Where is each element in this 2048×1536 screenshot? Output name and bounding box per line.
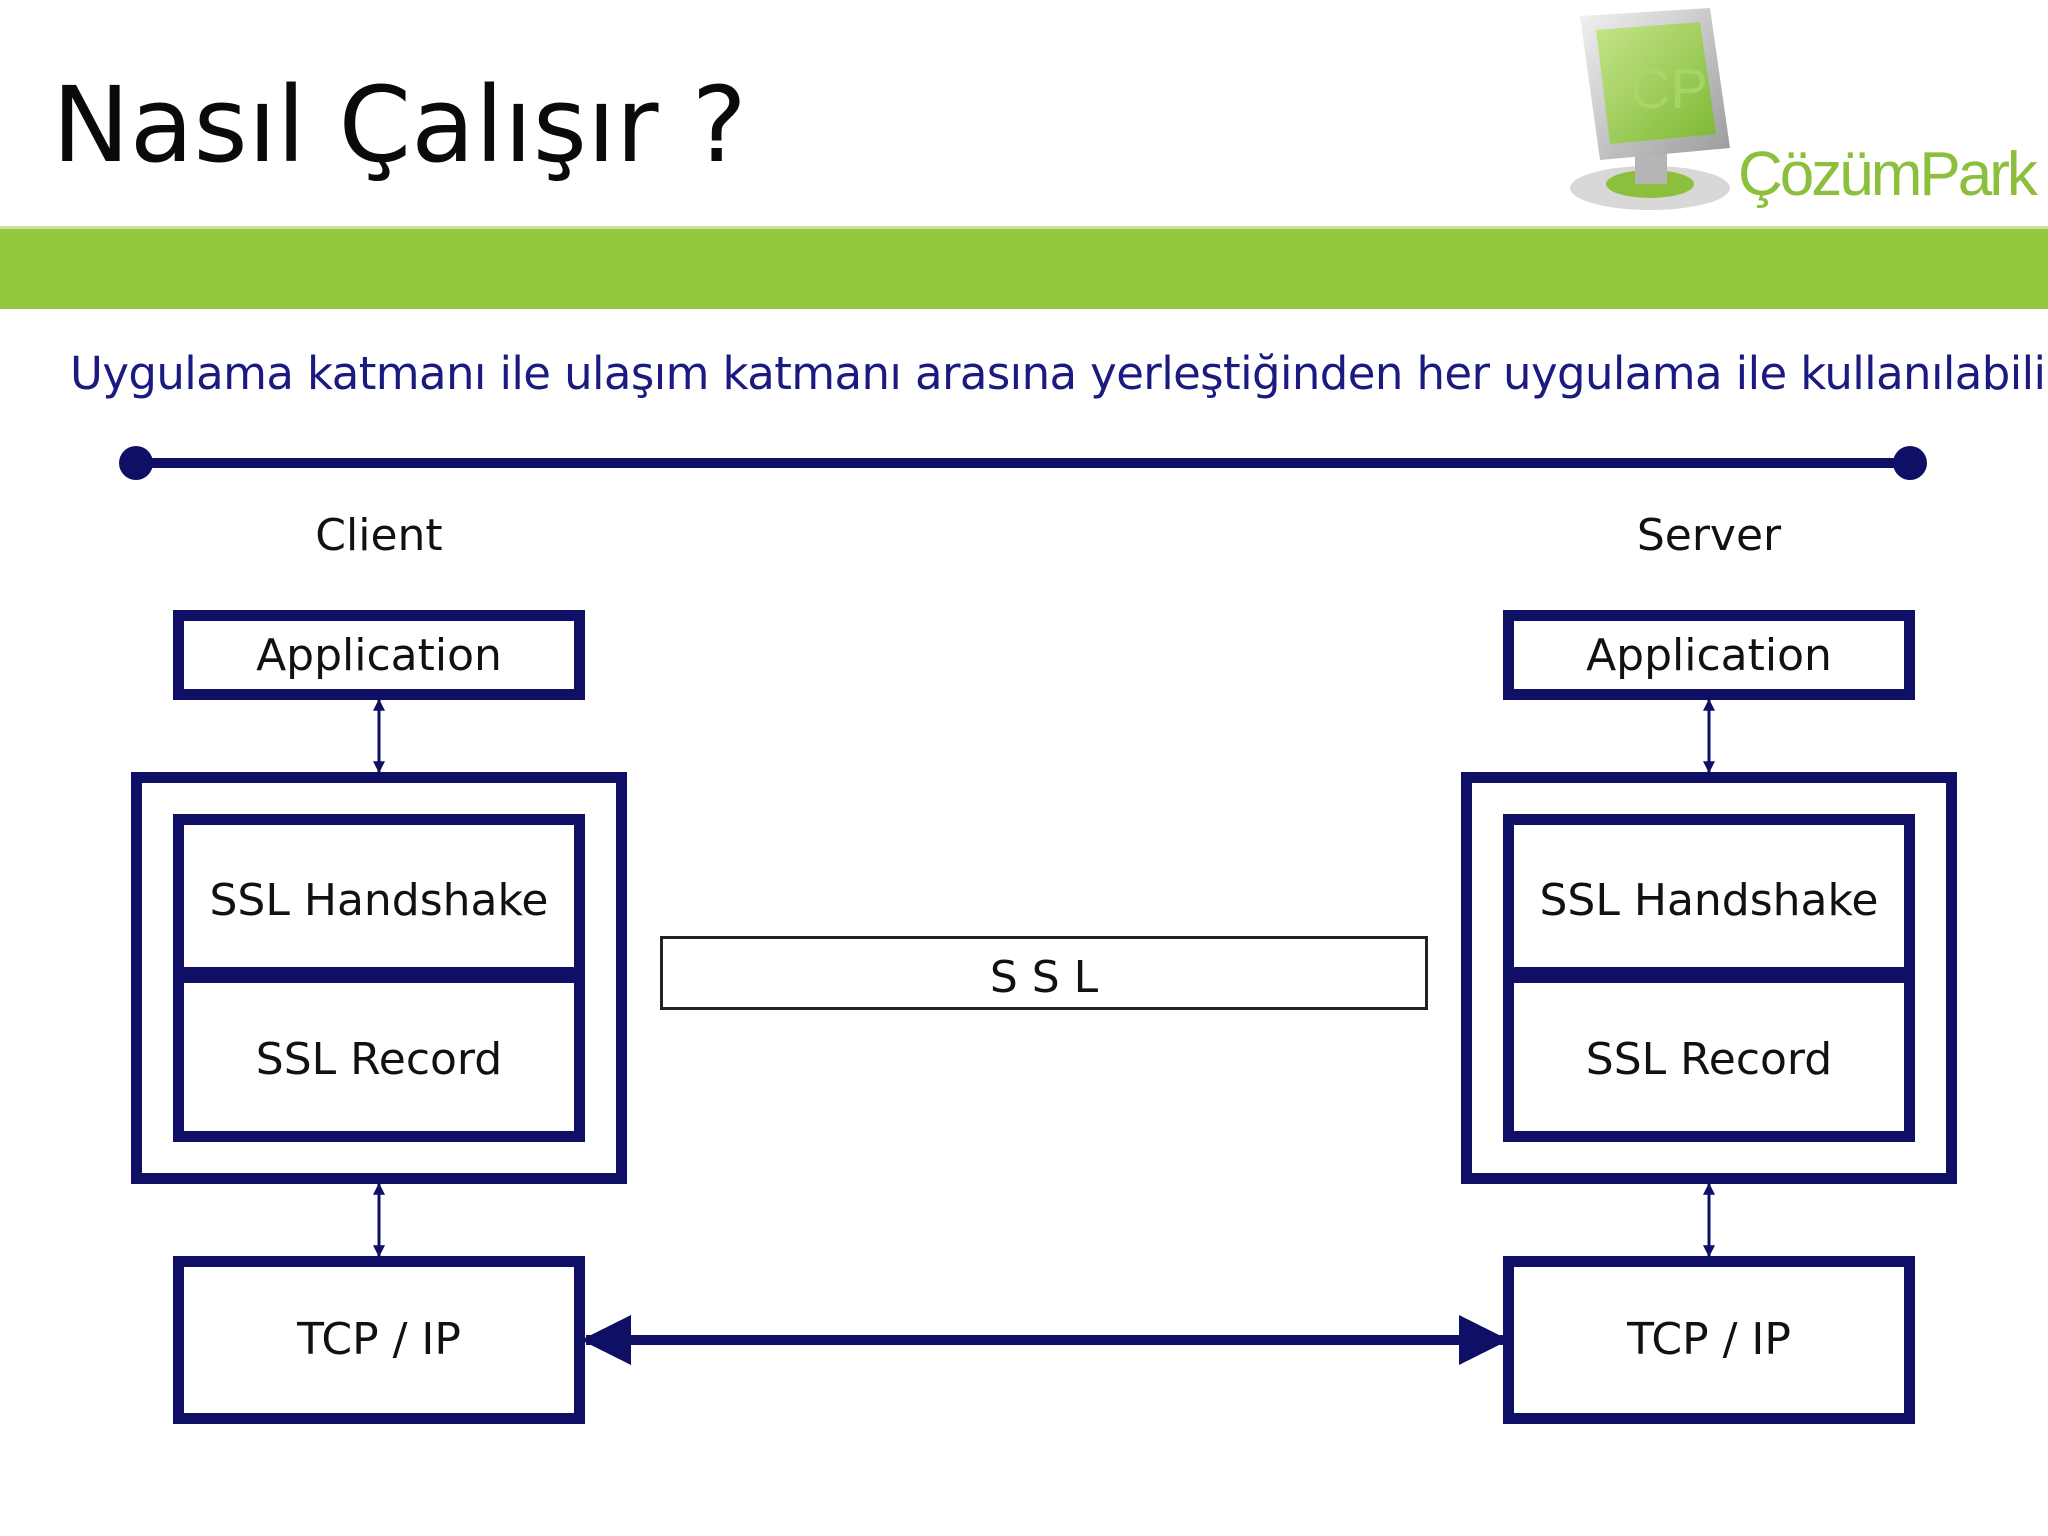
server-tcp-ip-label: TCP / IP (1627, 1314, 1791, 1365)
endpoint-dot-left (119, 446, 153, 480)
client-application-box (173, 610, 585, 700)
server-ssl-record-box (1503, 972, 1915, 1142)
server-label: Server (1636, 510, 1782, 561)
server-ssl-handshake-box (1503, 814, 1915, 978)
client-application-label: Application (256, 630, 502, 681)
endpoint-dot-right (1893, 446, 1927, 480)
server-ssl-handshake-label: SSL Handshake (1539, 875, 1879, 926)
slide-subtitle: Uygulama katmanı ile ulaşım katmanı aras… (70, 347, 2048, 400)
cozumpark-logo-icon: CP (1570, 8, 1730, 210)
server-tcp-ip-box (1503, 1256, 1915, 1424)
client-tcp-ip-label: TCP / IP (297, 1314, 461, 1365)
logo-text: ÇözümPark (1738, 140, 2038, 209)
svg-text:CP: CP (1630, 57, 1708, 120)
client-ssl-record-box (173, 972, 585, 1142)
server-ssl-record-label: SSL Record (1585, 1034, 1833, 1085)
client-ssl-record-label: SSL Record (255, 1034, 503, 1085)
header-band (0, 229, 2048, 309)
endpoint-line (119, 446, 1927, 480)
header-band-highlight (0, 226, 2048, 229)
server-application-label: Application (1586, 630, 1832, 681)
slide-title: Nasıl Çalışır ? (52, 64, 747, 186)
ssl-tunnel-label: S S L (989, 952, 1099, 1003)
client-tcp-ip-box (173, 1256, 585, 1424)
server-application-box (1503, 610, 1915, 700)
ssl-tunnel-box (660, 936, 1428, 1010)
client-ssl-handshake-label: SSL Handshake (209, 875, 549, 926)
client-label: Client (315, 510, 443, 561)
